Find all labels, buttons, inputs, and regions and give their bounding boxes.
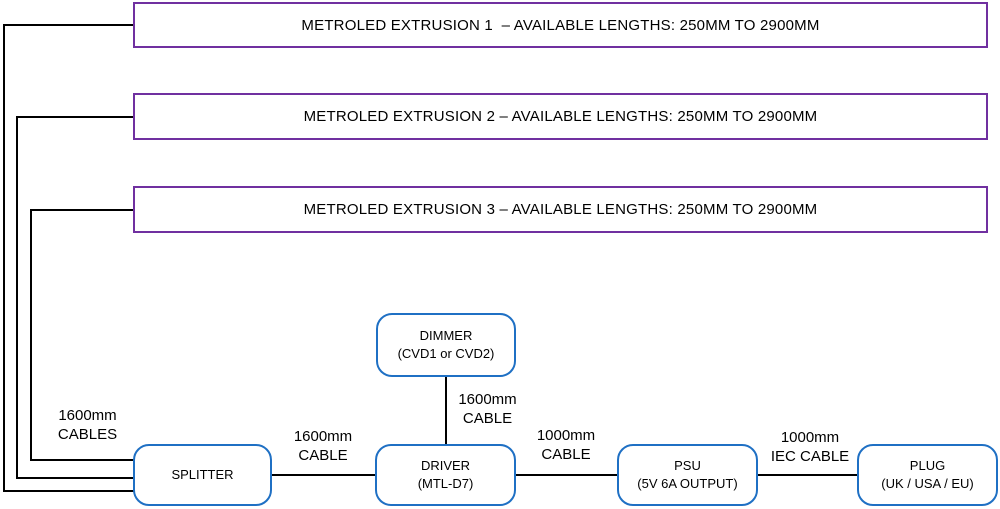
psu-plug-cable-label-line1: 1000mm (780, 429, 840, 446)
extrusion1-box: METROLED EXTRUSION 1 – AVAILABLE LENGTHS… (133, 2, 988, 48)
psu-box: PSU (5V 6A OUTPUT) (617, 444, 758, 506)
cable-splitter-driver-line (271, 474, 376, 476)
cable-extrusion2-top-segment (16, 116, 134, 118)
splitter-driver-cable-label: 1600mm CABLE (283, 427, 363, 465)
psu-plug-cable-label-line2: IEC CABLE (770, 448, 850, 465)
dimmer-name: DIMMER (419, 328, 473, 343)
extrusion1-label: METROLED EXTRUSION 1 – AVAILABLE LENGTHS… (301, 16, 820, 34)
cable-psu-plug-line (757, 474, 858, 476)
cable-extrusion3-top-segment (30, 209, 134, 211)
cable-driver-psu-line (515, 474, 618, 476)
psu-subtitle: (5V 6A OUTPUT) (637, 476, 738, 491)
driver-psu-cable-label-line1: 1000mm (536, 427, 596, 444)
driver-psu-cable-label-line2: CABLE (541, 446, 591, 463)
dimmer-driver-cable-label: 1600mm CABLE (450, 390, 525, 428)
splitter-cables-label: 1600mm CABLES (40, 406, 135, 444)
extrusion2-label: METROLED EXTRUSION 2 – AVAILABLE LENGTHS… (303, 108, 818, 125)
dimmer-subtitle: (CVD1 or CVD2) (397, 346, 495, 361)
extrusion3-box: METROLED EXTRUSION 3 – AVAILABLE LENGTHS… (133, 186, 988, 233)
psu-plug-cable-label: 1000mm IEC CABLE (765, 428, 855, 466)
cable-extrusion1-bottom-segment (3, 490, 134, 492)
driver-name: DRIVER (420, 458, 471, 473)
driver-psu-cable-label: 1000mm CABLE (526, 426, 606, 464)
driver-box: DRIVER (MTL-D7) (375, 444, 516, 506)
cable-extrusion2-vertical-segment (16, 116, 18, 479)
splitter-cables-label-line1: 1600mm (58, 407, 117, 424)
plug-name: PLUG (909, 458, 946, 473)
dimmer-driver-cable-label-line2: CABLE (462, 410, 513, 427)
splitter-name: SPLITTER (171, 467, 234, 482)
cable-extrusion3-bottom-segment (30, 459, 134, 461)
dimmer-driver-cable-label-line1: 1600mm (458, 391, 517, 408)
driver-subtitle: (MTL-D7) (417, 476, 474, 491)
splitter-box: SPLITTER (133, 444, 272, 506)
plug-subtitle: (UK / USA / EU) (881, 476, 974, 491)
cable-extrusion1-vertical-segment (3, 24, 5, 492)
cable-extrusion1-top-segment (3, 24, 134, 26)
cable-extrusion3-vertical-segment (30, 209, 32, 461)
psu-name: PSU (674, 458, 701, 473)
dimmer-box: DIMMER (CVD1 or CVD2) (376, 313, 516, 377)
extrusion3-label: METROLED EXTRUSION 3 – AVAILABLE LENGTHS… (303, 201, 818, 218)
splitter-cables-label-line2: CABLES (57, 426, 118, 443)
splitter-driver-cable-label-line1: 1600mm (293, 428, 353, 445)
cable-dimmer-driver-line (445, 377, 447, 445)
splitter-driver-cable-label-line2: CABLE (298, 447, 348, 464)
extrusion2-box: METROLED EXTRUSION 2 – AVAILABLE LENGTHS… (133, 93, 988, 140)
cable-extrusion2-bottom-segment (16, 477, 134, 479)
plug-box: PLUG (UK / USA / EU) (857, 444, 998, 506)
